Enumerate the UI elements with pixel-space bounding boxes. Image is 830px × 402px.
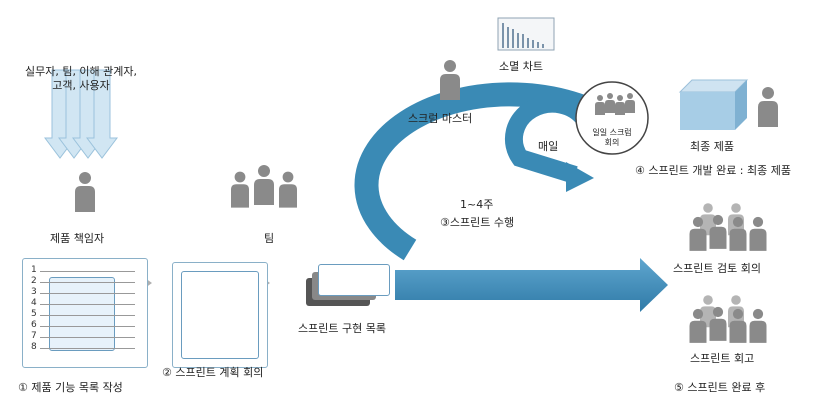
backlog-number: 5 [31,309,37,319]
backlog-number: 3 [31,287,37,297]
retro-group-icon [688,292,772,349]
daily-scrum-group-icon [592,92,644,121]
backlog-line [40,304,135,305]
review-group-icon [688,200,772,257]
scrum-master-label: 스크럼 마스터 [408,112,473,125]
sprint-execution-label: ③스프린트 수행 [440,216,515,229]
step5-label: ⑤ 스프린트 완료 후 [674,381,766,394]
backlog-line [40,315,135,316]
product-owner-label: 제품 책임자 [50,232,105,245]
backlog-line [40,337,135,338]
burndown-chart-icon [497,17,555,51]
step2-label: ② 스프린트 계획 회의 [162,366,264,379]
daily-label: 매일 [538,140,559,153]
daily-loop [504,94,593,184]
step1-label: ① 제품 기능 목록 작성 [18,381,123,394]
sprint-planning-doc [172,262,268,368]
backlog-line [40,348,135,349]
backlog-line [40,293,135,294]
backlog-number: 7 [31,331,37,341]
sprint-retro-label: 스프린트 회고 [690,352,755,365]
person-glyph [75,172,95,212]
backlog-line [40,282,135,283]
person-glyph [758,87,778,127]
cycle-weeks-label: 1~4주 [460,198,494,211]
final-product-cube [678,79,749,130]
scrum-master-icon [438,58,464,106]
main-flow-arrow [395,258,668,312]
burndown-label: 소멸 차트 [499,60,543,73]
backlog-number: 1 [31,265,37,275]
sprint-review-label: 스프린트 검토 회의 [673,262,761,275]
backlog-number: 2 [31,276,37,286]
sprint-backlog-label: 스프린트 구현 목록 [298,322,386,335]
team-icon [228,165,302,214]
team-label: 팀 [264,232,275,245]
person-glyph [231,165,297,208]
person-glyph [595,93,635,115]
backlog-line [40,271,135,272]
backlog-number: 8 [31,342,37,352]
backlog-line [40,326,135,327]
stakeholders-label: 실무자, 팀, 이해 관계자, 고객, 사용자 [24,65,138,92]
person-glyph [689,203,767,251]
input-arrows [44,69,118,159]
daily-meeting-label: 일일 스크럼 회의 [592,128,632,147]
step4-label: ④ 스프린트 개발 완료 : 최종 제품 [635,164,791,177]
backlog-number: 6 [31,320,37,330]
product-backlog-card [49,277,115,351]
backlog-number: 4 [31,298,37,308]
product-backlog-doc [22,258,148,368]
person-glyph [689,295,767,343]
product-owner-icon [73,170,99,218]
final-product-owner-icon [756,85,782,133]
person-glyph [440,60,460,100]
final-product-label: 최종 제품 [690,140,734,153]
